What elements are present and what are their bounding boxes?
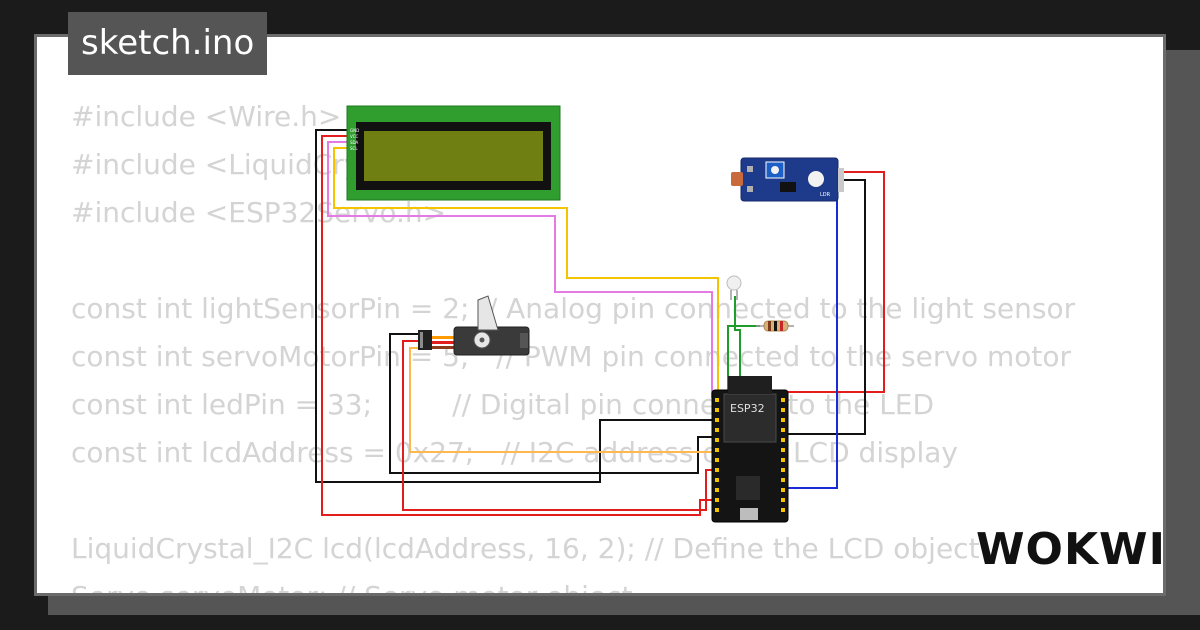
code-line: #include <Wire.h>	[71, 100, 342, 133]
esp32-pins-left	[715, 398, 719, 512]
sketch-title: sketch.ino	[68, 12, 268, 75]
servo-motor[interactable]	[418, 295, 530, 356]
sensor-chip	[808, 171, 824, 187]
led[interactable]	[726, 275, 742, 300]
sensor-label: LDR	[820, 192, 831, 198]
code-line: Servo servoMotor; // Servo motor object	[71, 573, 1075, 593]
esp32-label: ESP32	[730, 402, 765, 415]
preview-frame: #include <Wire.h>#include <LiquidCrystal…	[34, 34, 1166, 596]
wire-blue-sensor	[788, 187, 843, 489]
lcd-pin-label: VCC	[350, 134, 359, 139]
wire-black-lcd-gnd	[315, 129, 712, 483]
light-sensor-module[interactable]: LDR	[731, 157, 844, 202]
resistor[interactable]	[756, 320, 794, 332]
code-line: #include <ESP32Servo.h>	[71, 196, 447, 229]
esp32-chip	[736, 476, 760, 500]
wire-red-lcd-vcc	[321, 135, 712, 516]
lcd-display[interactable]: GND VCC SDA SCL	[346, 105, 561, 201]
lcd-pin-label: SCL	[350, 146, 358, 151]
esp32-module	[723, 393, 777, 443]
code-line: const int ledPin = 33; // Digital pin co…	[71, 388, 935, 421]
wire-orange-servo	[409, 347, 712, 453]
lcd-pin-label: GND	[350, 128, 359, 133]
esp32-board[interactable]: ESP32	[711, 376, 789, 523]
wire-pink-lcd-sda	[327, 141, 713, 398]
lcd-pin-labels: GND VCC SDA SCL	[350, 128, 359, 151]
esp32-pins-right	[781, 398, 785, 512]
wire-red-servo	[402, 340, 712, 511]
wire-yellow-lcd-scl	[333, 147, 719, 405]
wires	[315, 129, 885, 516]
wire-black-servo	[389, 333, 712, 474]
usb-port	[740, 508, 758, 520]
photoresistor	[731, 172, 743, 186]
code-line: LiquidCrystal_I2C lcd(lcdAddress, 16, 2)…	[71, 532, 980, 565]
servo-horn	[477, 295, 499, 331]
code-background: #include <Wire.h>#include <LiquidCrystal…	[71, 93, 1076, 593]
code-line: const int lightSensorPin = 2; // Analog …	[71, 292, 1076, 325]
wokwi-logo: WOKWI	[976, 524, 1166, 575]
lcd-pin-label: SDA	[350, 140, 359, 145]
wire-black-sensor	[788, 179, 866, 435]
